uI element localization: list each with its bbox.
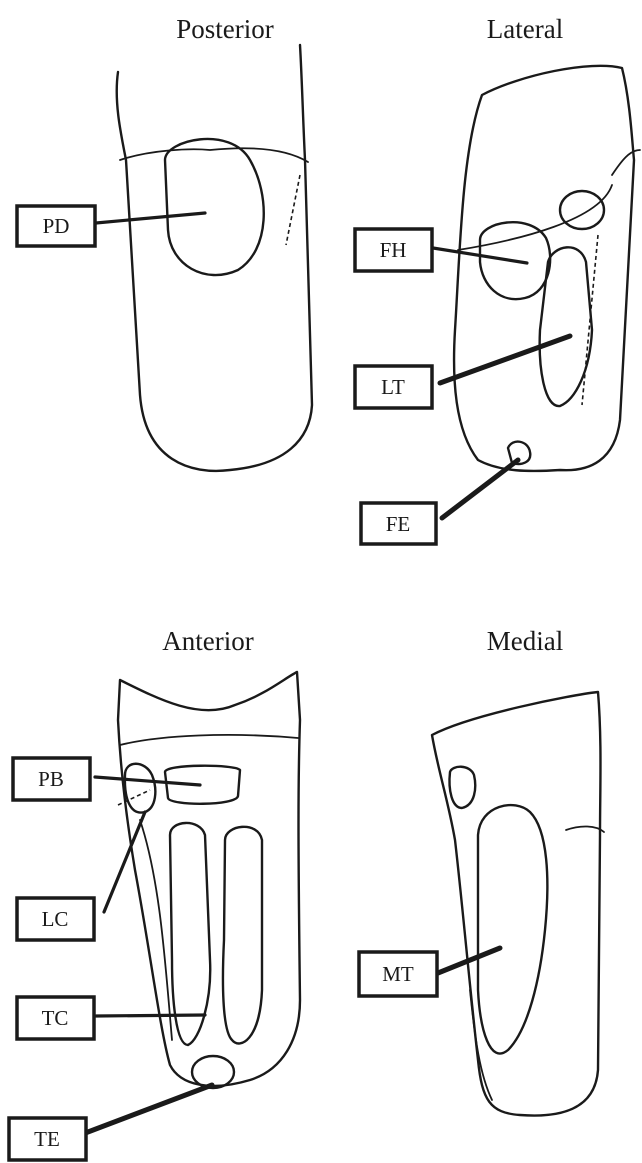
te-leader-line (80, 1085, 212, 1135)
fe-leader-line (442, 460, 518, 518)
lt-label: LT (381, 375, 405, 399)
te-label: TE (34, 1127, 60, 1151)
medial-mt-channel (478, 805, 547, 1053)
lateral-small-round-recess (560, 191, 604, 229)
posterior-brim-dash (286, 175, 300, 245)
fe-label: FE (386, 512, 411, 536)
medial-view: Medial MT (359, 626, 604, 1116)
pd-leader-line (96, 213, 205, 223)
anterior-right-channel (223, 827, 262, 1044)
pb-label: PB (38, 767, 64, 791)
medial-rim (566, 826, 604, 832)
posterior-view: Posterior PD (17, 14, 312, 471)
medial-socket-outline (432, 692, 601, 1116)
anterior-upper-contour (120, 735, 298, 745)
medial-small-recess (450, 767, 476, 808)
posterior-view-title: Posterior (176, 14, 274, 44)
anterior-lc-recess (125, 764, 155, 813)
anterior-view: Anterior PB LC TC TE (9, 626, 300, 1160)
medial-view-title: Medial (487, 626, 563, 656)
tc-leader-line (96, 1015, 205, 1016)
lateral-view: Lateral FH LT FE (355, 14, 640, 544)
posterior-pd-recess (165, 139, 264, 275)
lateral-view-title: Lateral (487, 14, 563, 44)
anterior-view-title: Anterior (162, 626, 253, 656)
pb-leader-line (95, 777, 200, 785)
lateral-rim-right (612, 150, 640, 175)
lt-leader-line (440, 336, 570, 383)
fh-label: FH (380, 238, 407, 262)
mt-label: MT (382, 962, 414, 986)
posterior-socket-outline (117, 45, 312, 471)
posterior-brim (120, 148, 308, 162)
tc-label: TC (42, 1006, 69, 1030)
pd-label: PD (43, 214, 70, 238)
anterior-socket-outline (118, 672, 300, 1086)
anterior-lc-dash (118, 790, 150, 805)
lc-label: LC (42, 907, 69, 931)
anterior-tc-channel (170, 823, 210, 1045)
